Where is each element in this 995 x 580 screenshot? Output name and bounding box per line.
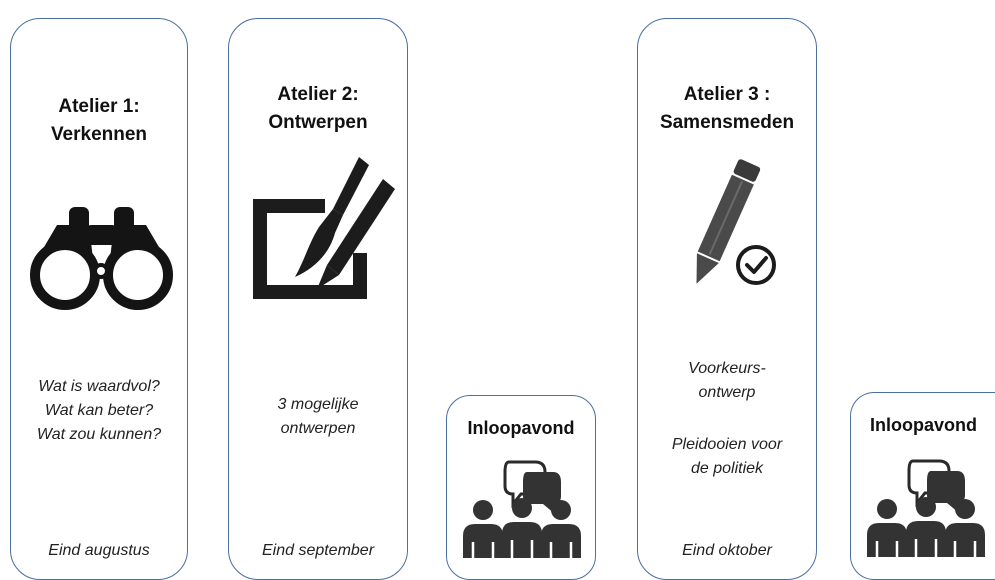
atelier-3-card: Atelier 3 : Samensmeden Voorkeurs- ontwe… bbox=[637, 18, 817, 580]
atelier-3-title: Atelier 3 : Samensmeden bbox=[659, 84, 795, 133]
atelier-1-card: Atelier 1: Verkennen Wat is waardvol? Wa… bbox=[10, 18, 188, 580]
group-discussion-icon bbox=[867, 459, 985, 557]
atelier-1-date: Eind augustus bbox=[48, 542, 150, 559]
inloopavond-1-title: Inloopavond bbox=[467, 418, 575, 438]
group-discussion-icon bbox=[463, 460, 581, 558]
inloopavond-2-title: Inloopavond bbox=[870, 415, 977, 435]
binoculars-icon bbox=[30, 207, 173, 310]
atelier-3-description-2: Pleidooien voor de politiek bbox=[671, 436, 783, 477]
inloopavond-1-card: Inloopavond bbox=[446, 395, 596, 580]
design-brush-pencil-icon bbox=[253, 157, 395, 299]
atelier-2-title: Atelier 2: Ontwerpen bbox=[268, 84, 368, 133]
inloopavond-2-card: Inloopavond bbox=[850, 392, 995, 580]
atelier-3-description-1: Voorkeurs- ontwerp bbox=[688, 360, 766, 401]
atelier-2-description: 3 mogelijke ontwerpen bbox=[277, 396, 359, 437]
pencil-check-icon bbox=[696, 159, 776, 285]
atelier-2-date: Eind september bbox=[261, 542, 375, 559]
atelier-3-date: Eind oktober bbox=[682, 542, 772, 559]
atelier-1-questions: Wat is waardvol? Wat kan beter? Wat zou … bbox=[36, 378, 162, 443]
atelier-2-card: Atelier 2: Ontwerpen 3 mogelijke ontwerp… bbox=[228, 18, 408, 580]
atelier-1-title: Atelier 1: Verkennen bbox=[50, 96, 148, 145]
